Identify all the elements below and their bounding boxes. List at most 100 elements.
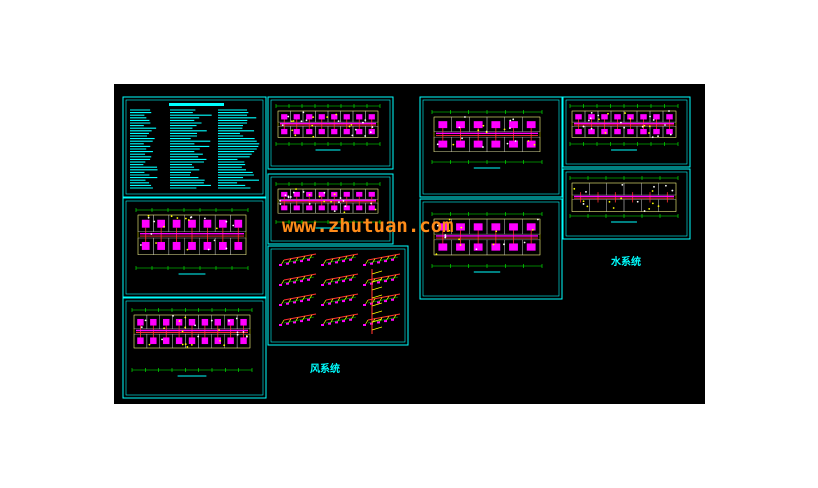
- iso-riser-branch: [371, 278, 383, 283]
- sheet-water-plan-3[interactable]: [562, 96, 691, 168]
- iso-leader: [325, 316, 357, 324]
- fixture: [235, 317, 238, 320]
- fixture: [653, 185, 655, 188]
- fan-coil-unit: [188, 219, 196, 228]
- fan-coil-unit: [456, 140, 465, 148]
- fan-coil-unit: [356, 205, 363, 211]
- fixture: [669, 133, 672, 136]
- fan-coil-unit: [614, 128, 621, 135]
- iso-riser-branch: [371, 270, 383, 275]
- iso-terminal: [328, 262, 331, 265]
- fan-coil-unit: [640, 128, 647, 135]
- iso-terminal: [300, 320, 303, 323]
- iso-terminal: [377, 281, 380, 284]
- iso-terminal: [300, 280, 303, 283]
- sheet-floor-plan-4[interactable]: [267, 173, 394, 245]
- iso-terminal: [300, 300, 303, 303]
- iso-terminal: [279, 304, 282, 306]
- iso-riser-branch: [371, 286, 383, 291]
- fixture: [213, 239, 216, 242]
- fan-coil-unit: [281, 114, 288, 120]
- iso-terminal: [384, 260, 387, 263]
- fan-coil-unit: [588, 128, 595, 135]
- fixture: [590, 127, 593, 130]
- iso-terminal: [391, 318, 394, 321]
- fan-coil-unit: [141, 241, 150, 250]
- iso-terminal: [370, 262, 373, 265]
- fixture: [147, 216, 150, 219]
- fixture: [225, 247, 228, 250]
- iso-duct: [367, 293, 401, 301]
- fan-coil-unit: [368, 191, 375, 197]
- iso-terminal: [279, 264, 282, 266]
- fixture: [140, 326, 143, 329]
- fixture: [371, 126, 374, 128]
- iso-terminal: [307, 298, 310, 301]
- fan-coil-unit: [456, 121, 465, 129]
- fixture: [668, 110, 670, 112]
- iso-terminal: [293, 301, 296, 304]
- fixture: [643, 124, 646, 127]
- fixture: [148, 343, 151, 346]
- sheet-floor-plan-1[interactable]: [122, 197, 267, 298]
- fixture: [509, 127, 511, 130]
- fixture: [312, 116, 315, 119]
- fan-coil-unit: [509, 140, 518, 148]
- iso-duct: [283, 253, 317, 261]
- fixture: [586, 205, 589, 208]
- fixture: [452, 143, 455, 146]
- fan-coil-unit: [368, 128, 375, 135]
- fixture: [514, 140, 517, 142]
- sheet-water-plan-1[interactable]: [419, 96, 563, 198]
- fixture: [184, 316, 187, 319]
- fixture: [364, 119, 367, 121]
- sheet-water-plan-2[interactable]: [419, 198, 563, 300]
- fan-coil-unit: [438, 121, 448, 129]
- fan-coil-unit: [157, 219, 165, 228]
- fixture: [232, 224, 235, 227]
- fixture: [194, 324, 197, 327]
- fixture: [492, 243, 495, 246]
- cad-drawing-canvas[interactable]: 风系统 水系统 www.zhutuan.com: [114, 84, 705, 404]
- fixture: [178, 320, 181, 322]
- iso-terminal: [279, 324, 282, 326]
- fan-coil-unit: [368, 205, 375, 211]
- fixture: [460, 226, 463, 229]
- fan-coil-unit: [293, 114, 300, 120]
- sheet-air-system-diagram[interactable]: [267, 245, 409, 346]
- fixture: [629, 117, 632, 120]
- fan-coil-unit: [653, 114, 660, 120]
- fixture: [294, 134, 297, 137]
- iso-riser-branch: [371, 310, 383, 315]
- sheet-floor-plan-2[interactable]: [122, 297, 267, 399]
- fixture: [338, 201, 340, 203]
- sheet-floor-plan-3[interactable]: [267, 96, 394, 170]
- sheet-water-plan-4[interactable]: [562, 168, 691, 240]
- fixture: [190, 344, 193, 346]
- iso-terminal: [363, 264, 366, 266]
- fixture: [506, 142, 509, 145]
- fixture: [448, 218, 451, 221]
- fan-coil-unit: [201, 318, 209, 326]
- iso-terminal: [279, 284, 282, 286]
- fan-coil-unit: [293, 205, 300, 211]
- fixture: [215, 227, 218, 230]
- fixture: [636, 200, 639, 203]
- fan-coil-unit: [281, 205, 288, 211]
- fixture: [624, 112, 626, 114]
- fixture: [597, 114, 600, 117]
- iso-terminal: [286, 282, 289, 285]
- fixture: [342, 199, 345, 202]
- fixture: [242, 331, 245, 333]
- sheet-design-notes[interactable]: [122, 96, 267, 198]
- fan-coil-unit: [175, 337, 183, 345]
- fan-coil-unit: [141, 219, 150, 228]
- iso-terminal: [286, 302, 289, 305]
- fixture: [176, 217, 179, 219]
- iso-terminal: [349, 278, 352, 281]
- fan-coil-unit: [653, 128, 660, 135]
- fan-coil-unit: [509, 121, 518, 129]
- fixture: [604, 131, 607, 134]
- iso-leader: [283, 276, 315, 284]
- fixture: [671, 189, 674, 192]
